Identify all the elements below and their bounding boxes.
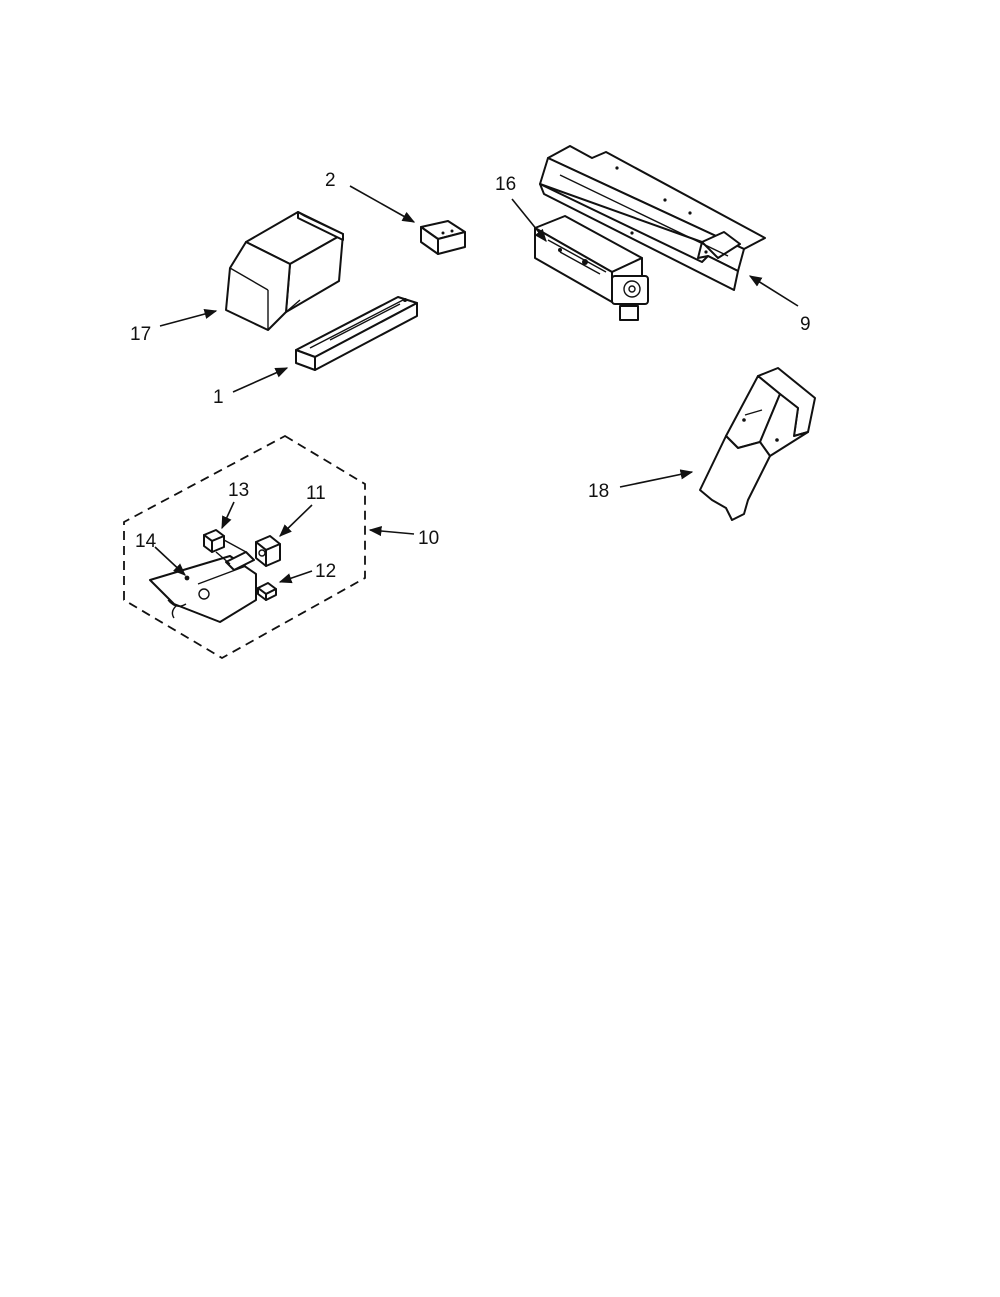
callout-10: 10: [418, 528, 439, 549]
callout-17: 17: [130, 324, 151, 345]
leader-17: [159, 309, 218, 327]
part-14-plate: [149, 551, 257, 623]
callout-18: 18: [588, 481, 609, 502]
part-2-block: [420, 220, 466, 255]
leader-16: [511, 198, 547, 242]
callout-13: 13: [228, 480, 249, 501]
callout-14: 14: [135, 531, 157, 552]
part-16-valve: [534, 215, 649, 321]
leader-14: [154, 546, 186, 576]
part-12-connector: [257, 582, 277, 601]
part-1-channel: [295, 296, 418, 371]
part-18-shield: [699, 367, 816, 521]
part-17-duct: [225, 211, 344, 331]
callout-12: 12: [315, 561, 336, 582]
part-11-switch: [255, 535, 281, 567]
leader-1: [232, 367, 289, 393]
callout-11: 11: [306, 483, 326, 504]
callout-9: 9: [800, 314, 811, 335]
leader-18: [619, 469, 694, 488]
leader-11: [279, 504, 313, 537]
assembly-10-boundary: [123, 434, 366, 660]
callout-16: 16: [495, 174, 516, 195]
leader-2: [349, 185, 416, 223]
leader-10: [368, 525, 415, 537]
callout-1: 1: [213, 387, 224, 408]
leader-13: [221, 501, 235, 530]
callout-2: 2: [325, 170, 336, 191]
leader-9: [748, 275, 799, 307]
leader-12: [278, 570, 313, 584]
part-13-sensor: [203, 529, 247, 565]
part-9-bracket: [539, 145, 766, 291]
